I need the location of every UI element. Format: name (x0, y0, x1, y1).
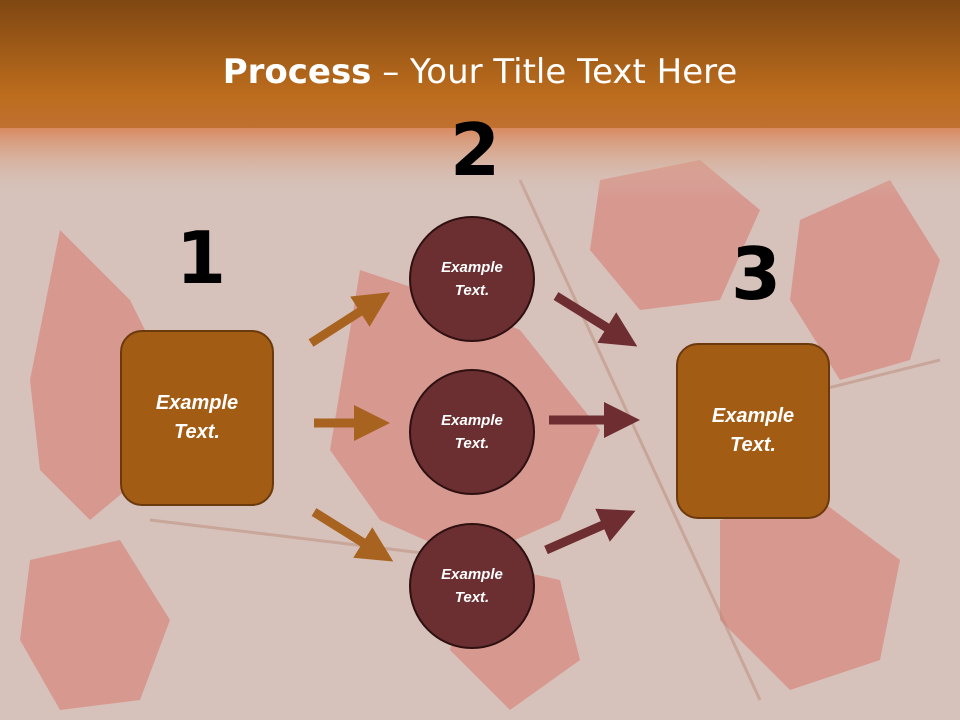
slide-title: Process – Your Title Text Here (0, 52, 960, 92)
title-bold: Process (222, 52, 372, 92)
circle-bottom-text: Example Text. (441, 565, 503, 606)
step-number-3: 3 (731, 232, 782, 316)
arrow-top-to-right (553, 292, 638, 347)
arrow-left-to-top (308, 292, 391, 347)
step-2-circle-top: Example Text. (409, 216, 535, 342)
circle-top-text: Example Text. (441, 258, 503, 299)
header-band (0, 0, 960, 128)
step-number-1: 1 (176, 216, 227, 300)
step-1-box: Example Text. (120, 330, 274, 506)
step-3-text: Example Text. (711, 405, 795, 456)
step-3-box: Example Text. (676, 343, 830, 519)
step-2-circle-middle: Example Text. (409, 369, 535, 495)
step-2-circle-bottom: Example Text. (409, 523, 535, 649)
step-number-2: 2 (450, 108, 501, 192)
step-1-text: Example Text. (155, 392, 239, 443)
arrow-bottom-to-right (544, 508, 636, 555)
circle-middle-text: Example Text. (441, 411, 503, 452)
arrow-left-to-bottom (311, 508, 394, 562)
title-rest: – Your Title Text Here (371, 52, 738, 92)
